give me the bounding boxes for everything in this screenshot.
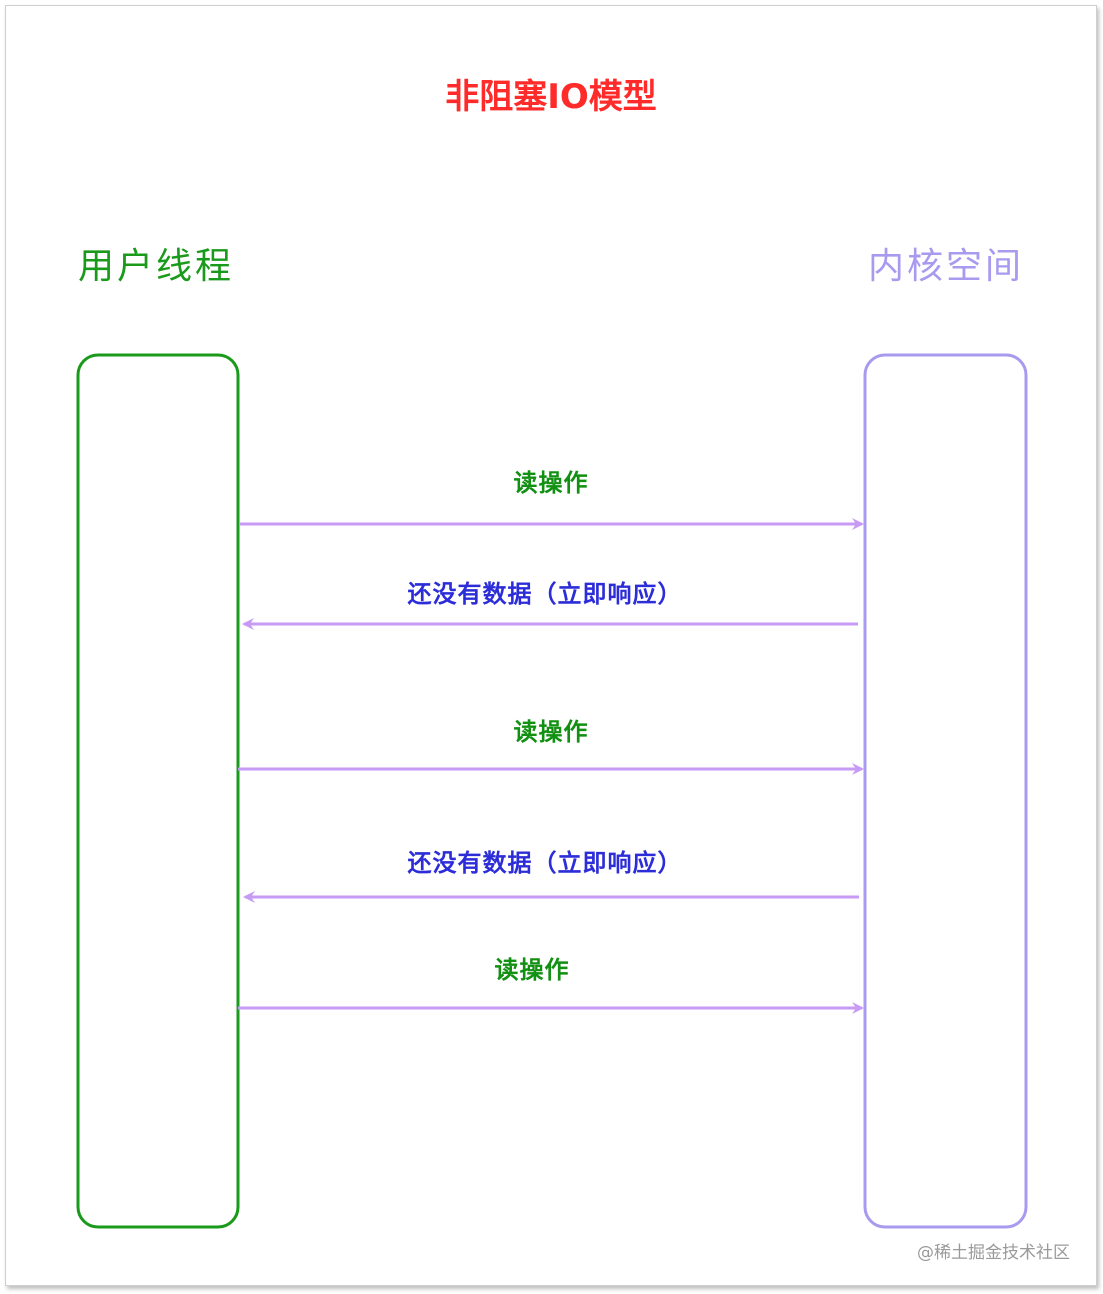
lane-label-kernel-space: 内核空间 — [868, 246, 1024, 287]
diagram-frame — [5, 5, 1097, 1286]
no-data-response-label: 还没有数据（立即响应） — [408, 848, 683, 877]
no-data-response-label: 还没有数据（立即响应） — [408, 579, 683, 608]
lane-label-user-thread: 用户线程 — [78, 246, 234, 287]
kernel-space-lifeline — [863, 353, 1028, 1229]
diagram-title: 非阻塞IO模型 — [445, 77, 657, 117]
read-request-label: 读操作 — [495, 955, 570, 984]
user-thread-lifeline — [76, 353, 240, 1229]
read-request-label: 读操作 — [514, 717, 589, 746]
read-request-label: 读操作 — [514, 468, 589, 497]
watermark: @稀土掘金技术社区 — [917, 1243, 1070, 1263]
